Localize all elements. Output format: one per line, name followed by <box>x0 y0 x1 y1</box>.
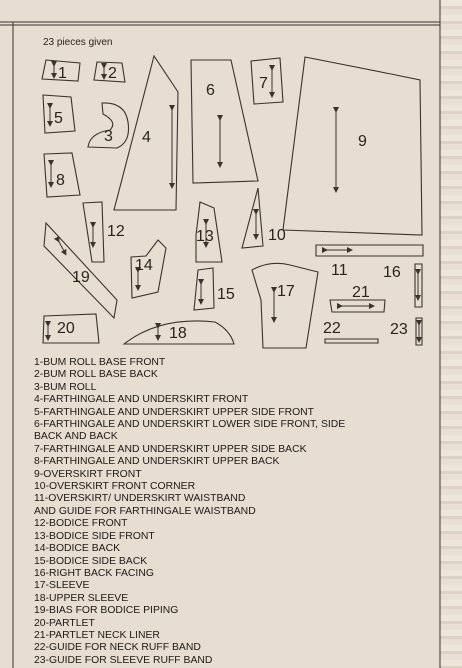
piece-18-shape <box>122 320 235 345</box>
legend-item: 15-BODICE SIDE BACK <box>34 555 148 567</box>
piece-12-number: 12 <box>107 223 125 240</box>
piece-12-shape <box>82 201 105 263</box>
piece-3-number: 3 <box>104 128 113 145</box>
piece-5-number: 5 <box>54 110 63 127</box>
piece-10-shape <box>241 187 264 249</box>
legend-item: 16-RIGHT BACK FACING <box>34 567 154 579</box>
piece-14-number: 14 <box>135 257 153 274</box>
piece-1-number: 1 <box>58 65 67 82</box>
piece-9-number: 9 <box>358 133 367 150</box>
piece-22-shape <box>324 338 379 344</box>
legend-item: 4-FARTHINGALE AND UNDERSKIRT FRONT <box>34 394 249 406</box>
grain-lines <box>45 61 422 343</box>
piece-9-shape <box>282 56 423 236</box>
legend-item: 9-OVERSKIRT FRONT <box>34 468 142 480</box>
piece-17-shape <box>251 262 319 349</box>
piece-7-shape <box>250 57 284 105</box>
legend-item: 18-UPPER SLEEVE <box>34 592 129 604</box>
legend-item: 13-BODICE SIDE FRONT <box>34 530 155 542</box>
piece-6-shape <box>190 59 259 184</box>
legend-item: 20-PARTLET <box>34 617 95 629</box>
piece-3-shape <box>87 102 130 149</box>
piece-15-shape <box>193 267 215 311</box>
legend-item: 11-OVERSKIRT/ UNDERSKIRT WAISTBAND <box>34 493 246 505</box>
pieces-legend: 1-BUM ROLL BASE FRONT 2-BUM ROLL BASE BA… <box>34 357 440 667</box>
legend-item: 21-PARTLET NECK LINER <box>34 629 160 641</box>
piece-21-number: 21 <box>352 284 370 301</box>
legend-item: 17-SLEEVE <box>34 580 90 592</box>
piece-2-number: 2 <box>108 65 117 82</box>
piece-19-shape <box>43 221 118 320</box>
legend-item: 22-GUIDE FOR NECK RUFF BAND <box>34 642 201 654</box>
piece-11-shape <box>315 244 424 257</box>
piece-1-shape <box>41 59 81 82</box>
piece-4-number: 4 <box>142 129 151 146</box>
piece-11-number: 11 <box>331 262 348 279</box>
piece-8-number: 8 <box>56 172 65 189</box>
piece-6-number: 6 <box>206 82 215 99</box>
piece-15-number: 15 <box>217 286 235 303</box>
piece-2-shape <box>93 61 126 83</box>
legend-item: 19-BIAS FOR BODICE PIPING <box>34 605 179 617</box>
piece-14-shape <box>130 239 167 299</box>
legend-item: 6-FARTHINGALE AND UNDERSKIRT LOWER SIDE … <box>34 419 346 443</box>
legend-item: 8-FARTHINGALE AND UNDERSKIRT UPPER BACK <box>34 456 280 468</box>
piece-20-number: 20 <box>57 320 75 337</box>
legend-item: 12-BODICE FRONT <box>34 518 128 530</box>
piece-13-number: 13 <box>196 228 214 245</box>
legend-item: 3-BUM ROLL <box>34 381 97 393</box>
legend-item: 10-OVERSKIRT FRONT CORNER <box>34 481 196 493</box>
piece-16-number: 16 <box>383 264 401 281</box>
piece-23-number: 23 <box>390 321 408 338</box>
legend-item: AND GUIDE FOR FARTHINGALE WAISTBAND <box>34 505 256 517</box>
legend-item: 2-BUM ROLL BASE BACK <box>34 369 158 381</box>
piece-20-shape <box>42 313 100 344</box>
piece-18-number: 18 <box>169 325 187 342</box>
piece-8-shape <box>43 152 81 198</box>
torn-edge <box>440 0 462 668</box>
piece-10-number: 10 <box>268 227 286 244</box>
piece-19-number: 19 <box>72 269 90 286</box>
legend-item: 7-FARTHINGALE AND UNDERSKIRT UPPER SIDE … <box>34 443 307 455</box>
piece-13-shape <box>195 201 223 263</box>
legend-item: 1-BUM ROLL BASE FRONT <box>34 357 166 368</box>
piece-21-shape <box>329 299 386 313</box>
legend-item: 14-BODICE BACK <box>34 543 121 555</box>
piece-7-number: 7 <box>259 75 268 92</box>
legend-item: 23-GUIDE FOR SLEEVE RUFF BAND <box>34 654 213 666</box>
pieces-given-caption: 23 pieces given <box>43 37 113 48</box>
piece-22-number: 22 <box>323 320 341 337</box>
legend-item: 5-FARTHINGALE AND UNDERSKIRT UPPER SIDE … <box>34 406 315 418</box>
piece-17-number: 17 <box>277 283 295 300</box>
piece-5-shape <box>42 94 76 134</box>
piece-4-shape <box>113 54 179 211</box>
